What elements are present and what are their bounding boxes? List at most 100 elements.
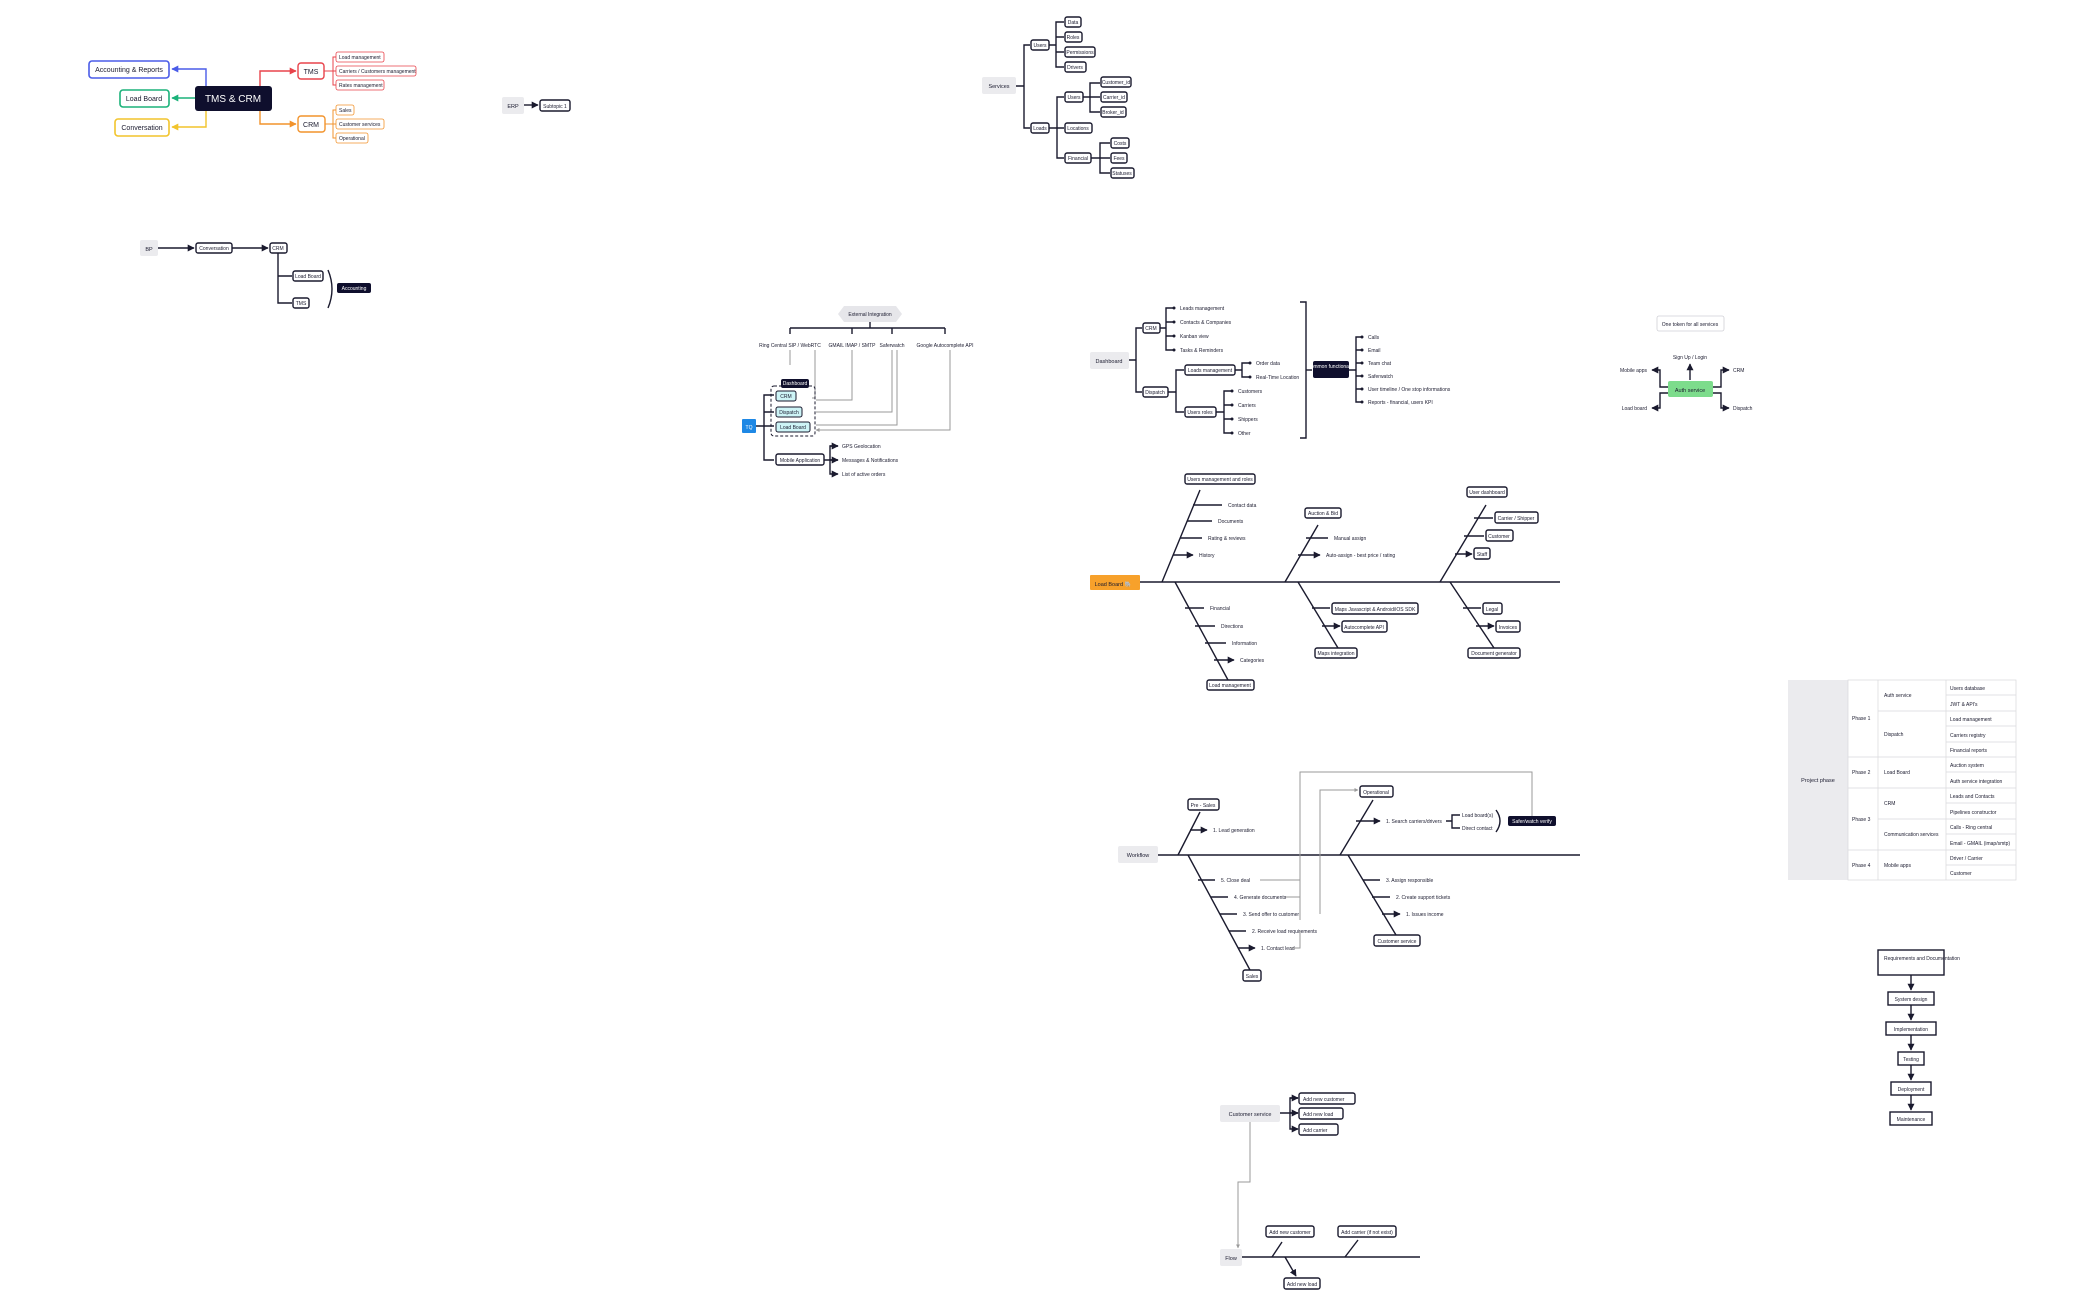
cs-root-node[interactable]	[1220, 1105, 1280, 1122]
auction-bid-node[interactable]	[1304, 507, 1342, 519]
presales-node[interactable]	[1187, 798, 1220, 811]
one-token-node[interactable]	[1656, 315, 1725, 332]
services-users-item[interactable]	[1064, 46, 1096, 58]
cs-action-node[interactable]	[1298, 1092, 1356, 1105]
tms-item-node[interactable]	[335, 51, 385, 63]
sdlc-step-node[interactable]	[1877, 949, 1945, 976]
bottom-item-node[interactable]	[1341, 620, 1388, 633]
sales-item-label: 2. Receive load requirements	[1252, 929, 1318, 935]
sdlc-step-label: Testing	[1903, 1057, 1919, 1063]
stack-load-board-node[interactable]	[775, 421, 811, 433]
phase-group-label: Dispatch	[1884, 732, 1904, 738]
cs-action-node[interactable]	[1298, 1107, 1344, 1120]
crm-item-node[interactable]	[335, 132, 369, 144]
crm-item-node[interactable]	[335, 104, 355, 116]
common-functionality-node[interactable]	[1313, 361, 1349, 378]
bp-accounting-label: Accounting	[342, 286, 367, 292]
services-loads-user-item[interactable]	[1100, 91, 1128, 103]
flow-label: Flow	[1225, 1256, 1237, 1262]
tms-crm-center-node[interactable]	[195, 86, 272, 111]
services-loads-user-item[interactable]	[1100, 106, 1127, 118]
bottom-item-label: Autocomplete API	[1344, 625, 1384, 631]
bottom-item-node[interactable]	[1482, 602, 1503, 615]
maps-integration-node[interactable]	[1314, 647, 1358, 659]
tms-crm-center-label: TMS & CRM	[205, 94, 261, 105]
user-dashboard-node[interactable]	[1466, 486, 1508, 498]
top-item-node[interactable]	[1494, 511, 1539, 524]
project-phase-title: Project phase	[1801, 778, 1835, 784]
services-loads-user-item[interactable]	[1100, 76, 1132, 88]
bottom-item-label: Information	[1232, 641, 1257, 647]
phase-group-label: CRM	[1884, 801, 1895, 807]
bp-node[interactable]	[140, 240, 158, 256]
phase-label: Phase 1	[1852, 716, 1871, 722]
flow-step-label: Add carrier (if not exist)	[1341, 1230, 1393, 1236]
crm-node[interactable]	[297, 115, 326, 133]
flow-node[interactable]	[1220, 1249, 1242, 1266]
tms-item-node[interactable]	[335, 79, 385, 91]
sdlc-step-node[interactable]	[1889, 1111, 1933, 1126]
top-item-label: Staff	[1477, 552, 1488, 558]
bp-accounting-node[interactable]	[337, 283, 371, 293]
customer-service-node[interactable]	[1373, 934, 1421, 947]
cs-action-node[interactable]	[1298, 1123, 1339, 1136]
services-users-item[interactable]	[1064, 16, 1082, 28]
sdlc-flow: Requirements and Documentation System de…	[1877, 949, 1960, 1126]
users-management-node[interactable]	[1184, 473, 1256, 485]
dashboard-tag[interactable]	[781, 379, 809, 388]
services-users-item[interactable]	[1064, 31, 1083, 43]
crm-item-node[interactable]	[335, 118, 385, 130]
accounting-reports-node[interactable]	[88, 60, 170, 79]
erp-subtopic-node[interactable]	[539, 99, 571, 112]
sales-node[interactable]	[1242, 969, 1262, 982]
bp-load-board-node[interactable]	[292, 270, 324, 282]
sdlc-step-label: Requirements and Documentation	[1884, 956, 1960, 962]
load-board-node[interactable]	[119, 89, 170, 108]
workflow-head-node[interactable]	[1118, 846, 1158, 863]
phase-item-label: Financial reports	[1950, 748, 1987, 754]
dashboard-root-node[interactable]	[1090, 352, 1129, 369]
external-integration-label: External Integration	[848, 312, 892, 318]
services-users-item[interactable]	[1064, 61, 1087, 73]
phase-item-label: Driver / Carrier	[1950, 856, 1983, 862]
auth-service-label: Auth service	[1675, 388, 1705, 394]
mobile-item-label: List of active orders	[842, 472, 886, 478]
search-option-label: Load board(s)	[1462, 813, 1493, 819]
saferwatch-verify-node[interactable]	[1508, 816, 1556, 826]
tms-node[interactable]	[297, 62, 325, 80]
bp-tms-node[interactable]	[292, 297, 310, 309]
tq-node[interactable]	[742, 419, 756, 433]
flow-step-node[interactable]	[1283, 1277, 1321, 1290]
signup-label: Sign Up / Login	[1673, 355, 1707, 361]
tms-item-node[interactable]	[335, 65, 417, 77]
top-item-node[interactable]	[1485, 529, 1514, 542]
flow-step-node[interactable]	[1265, 1225, 1315, 1238]
flow-step-label: Add new load	[1287, 1282, 1318, 1288]
bottom-item-node[interactable]	[1331, 602, 1419, 615]
sales-item-label: 3. Send offer to customer	[1243, 912, 1299, 918]
auth-service-node[interactable]	[1668, 381, 1713, 397]
stack-dispatch-node[interactable]	[775, 406, 803, 418]
phase-label: Phase 2	[1852, 770, 1871, 776]
dashboard-tree: Dashboard CRM Leads management Contacts …	[1090, 301, 1451, 439]
load-management-node[interactable]	[1206, 679, 1255, 691]
services-locations-label: Locations	[1067, 126, 1089, 132]
top-item-label: Carrier / Shipper	[1498, 516, 1535, 522]
stack-dispatch-label: Dispatch	[779, 410, 799, 416]
bottom-item-node[interactable]	[1495, 620, 1521, 633]
load-board-head-node[interactable]	[1090, 575, 1140, 590]
services-locations-node[interactable]	[1064, 122, 1093, 134]
conversation-node[interactable]	[114, 118, 170, 137]
services-financial-item[interactable]	[1110, 152, 1128, 164]
services-root-node[interactable]	[982, 77, 1016, 94]
external-integration-node[interactable]	[838, 306, 902, 322]
flow-step-node[interactable]	[1337, 1225, 1397, 1238]
services-financial-item[interactable]	[1110, 167, 1135, 179]
top-item-node[interactable]	[1473, 547, 1491, 560]
auth-load-board-label: Load board	[1622, 406, 1648, 412]
lead-generation-label: 1. Lead generation	[1213, 828, 1255, 834]
erp-node[interactable]	[502, 97, 524, 114]
stack-crm-node[interactable]	[775, 390, 797, 402]
services-financial-item[interactable]	[1110, 137, 1130, 149]
document-generator-node[interactable]	[1467, 647, 1521, 659]
